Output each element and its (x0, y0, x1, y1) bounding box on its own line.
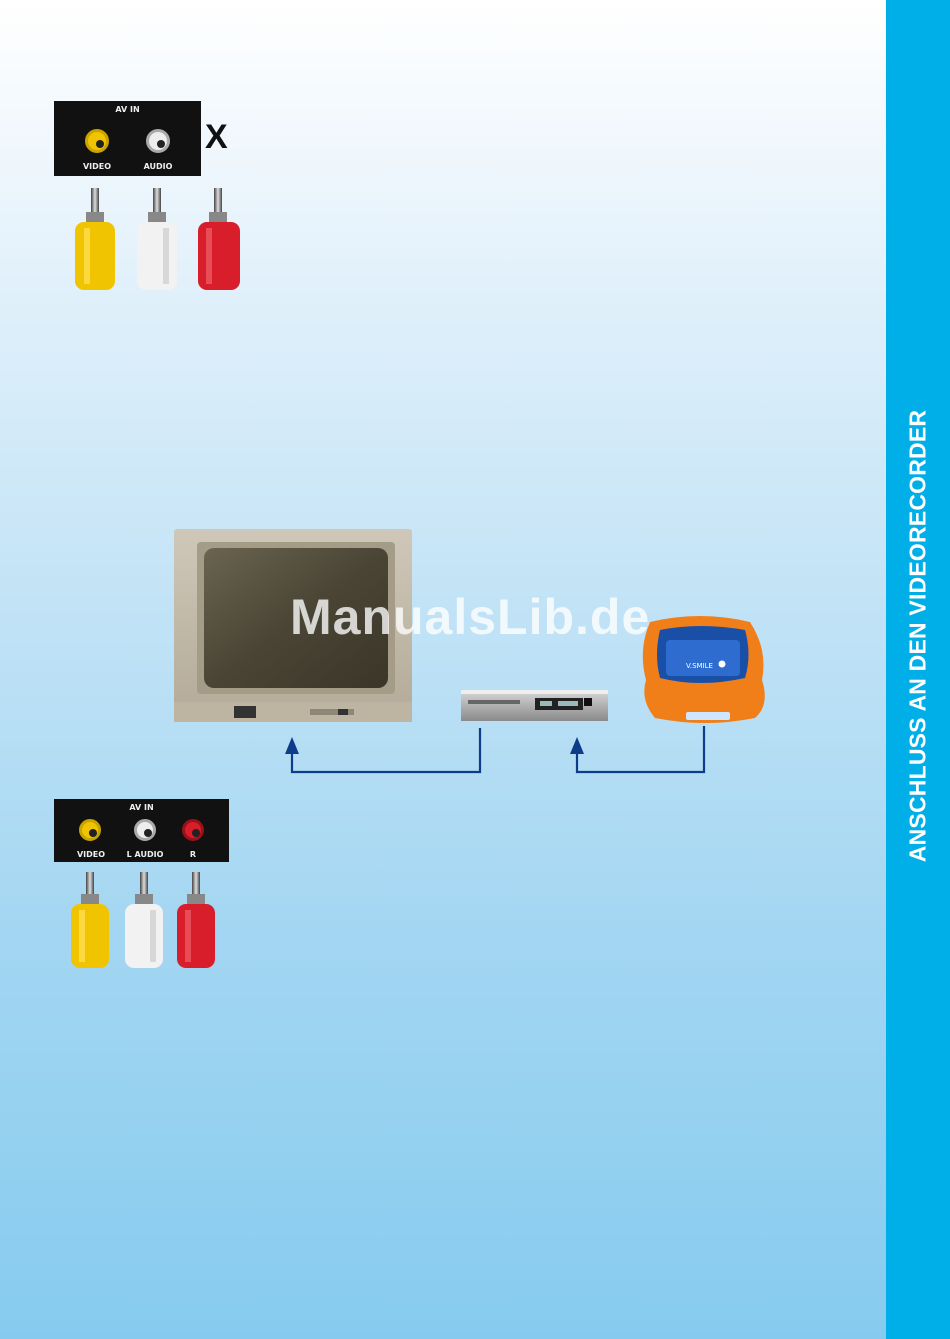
watermark: ManualsLib.de (290, 588, 650, 646)
game-console-icon: V.SMILE (643, 616, 765, 723)
arrow-head-icon (285, 737, 299, 754)
white-plug-icon (125, 872, 163, 968)
arrow-head-icon (570, 737, 584, 754)
red-plug-icon (198, 188, 240, 290)
vcr-icon (461, 690, 608, 721)
white-plug-icon (137, 188, 177, 290)
console-label: V.SMILE (686, 662, 713, 670)
connection-arrow-tv (292, 728, 480, 772)
yellow-plug-icon (75, 188, 115, 290)
yellow-plug-icon (71, 872, 109, 968)
red-plug-icon (177, 872, 215, 968)
connection-arrow-vcr (577, 726, 704, 772)
